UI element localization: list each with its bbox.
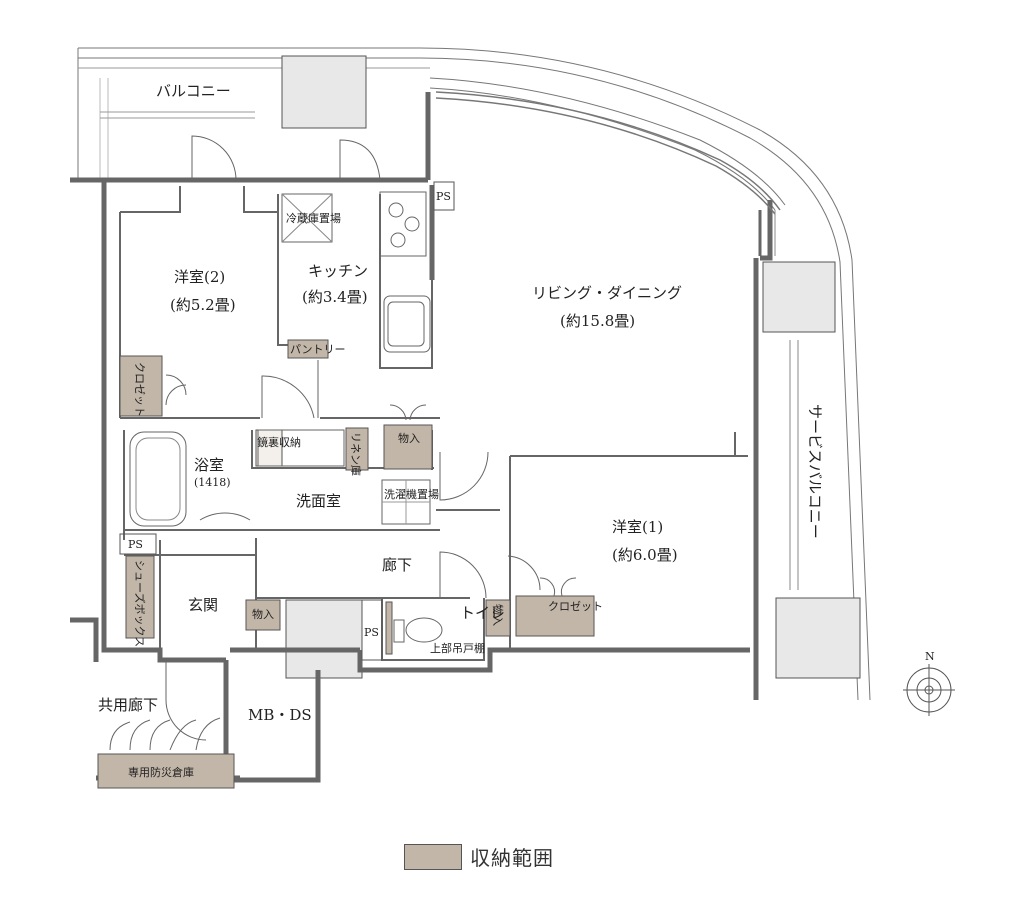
label-kitchen-name: キッチン <box>308 262 368 280</box>
label-ps-1: PS <box>436 190 451 203</box>
ac-unit-mb <box>285 599 363 679</box>
label-toilet: トイレ <box>460 604 505 622</box>
label-north: N <box>925 650 935 663</box>
curved-window <box>435 91 781 215</box>
label-closet-room2: クロゼット <box>133 362 146 417</box>
label-washroom: 洗面室 <box>296 492 341 510</box>
balcony-railing <box>78 47 871 701</box>
label-washer: 洗濯機置場 <box>384 487 439 501</box>
storage-areas <box>97 339 595 789</box>
disaster-storage <box>97 753 235 789</box>
bathtub <box>129 431 187 527</box>
closet-room2 <box>119 355 163 417</box>
toilet-cabinet <box>385 601 393 655</box>
label-fridge: 冷蔵庫置場 <box>286 211 341 225</box>
legend: 収納範囲 <box>404 842 554 871</box>
storage-1 <box>383 424 433 470</box>
fridge-space <box>281 193 333 243</box>
label-ld-name: リビング・ダイニング <box>532 284 682 302</box>
label-bath-name: 浴室 <box>194 456 224 474</box>
label-common-corridor: 共用廊下 <box>98 696 158 714</box>
ac-unit-balcony <box>281 55 367 129</box>
label-service-balcony: サービスバルコニー <box>806 404 824 539</box>
north-compass-icon <box>903 664 955 716</box>
label-disaster-storage: 専用防災倉庫 <box>128 765 194 779</box>
ps-box-2 <box>119 533 157 555</box>
toilet-fixture <box>405 617 443 643</box>
label-bath-size: (1418) <box>194 476 231 489</box>
ps-box-1 <box>433 181 455 211</box>
label-storage-1: 物入 <box>398 431 420 445</box>
ps-box-3 <box>361 599 383 661</box>
label-storage-3: 物入 <box>491 604 505 626</box>
storage-3 <box>485 599 511 637</box>
label-entrance: 玄関 <box>188 596 218 614</box>
label-upper-cabinet: 上部吊戸棚 <box>430 641 485 655</box>
linen-storage <box>345 427 369 471</box>
label-ps-3: PS <box>364 626 379 639</box>
label-room2-size: (約5.2畳) <box>170 296 236 314</box>
ac-unit-service-1 <box>762 261 836 333</box>
label-closet-room1: クロゼット <box>548 600 603 613</box>
label-shoebox: シューズボックス <box>133 560 147 647</box>
label-room2-name: 洋室(2) <box>174 268 225 286</box>
label-balcony: バルコニー <box>156 82 231 100</box>
label-pantry: パントリー <box>290 343 346 356</box>
pantry <box>287 339 329 359</box>
storage-2 <box>245 599 281 631</box>
kitchen-counter <box>379 191 431 353</box>
label-room1-size: (約6.0畳) <box>612 546 678 564</box>
label-hallway: 廊下 <box>382 556 412 574</box>
ac-unit-service-2 <box>775 597 861 679</box>
shoebox <box>125 555 155 639</box>
label-room1-name: 洋室(1) <box>612 518 663 536</box>
label-ld-size: (約15.8畳) <box>560 312 635 330</box>
closet-room1 <box>515 595 595 637</box>
legend-label: 収納範囲 <box>470 846 554 870</box>
label-ps-2: PS <box>128 538 143 551</box>
label-linen: リネン庫 <box>349 432 363 476</box>
label-kitchen-size: (約3.4畳) <box>302 288 368 306</box>
label-mbds: MB・DS <box>248 706 312 724</box>
walls <box>70 92 773 783</box>
label-storage-2: 物入 <box>252 607 274 621</box>
doors <box>109 135 577 751</box>
label-towel: 鏡裏収納 <box>257 435 301 449</box>
legend-storage-swatch <box>404 843 462 870</box>
